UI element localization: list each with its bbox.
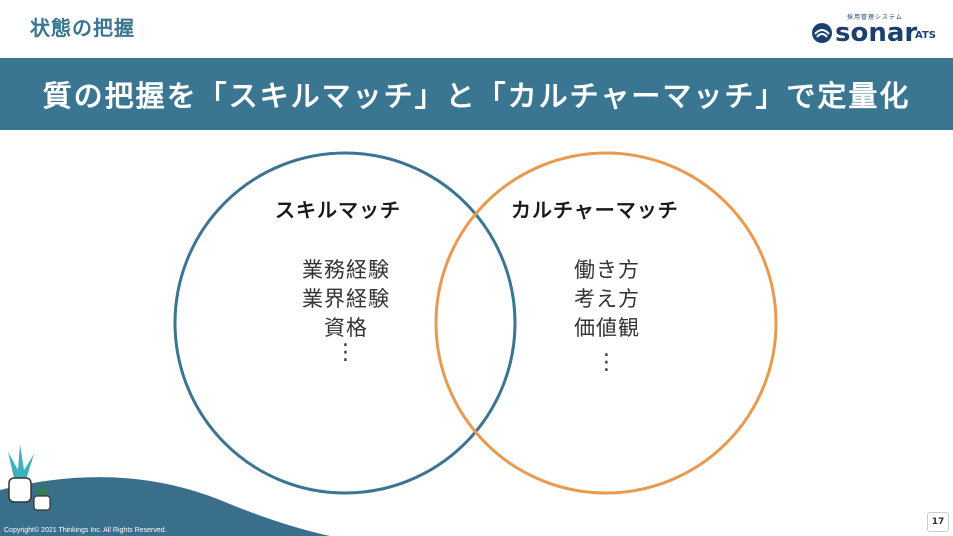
culture-item: 価値観 — [574, 316, 640, 340]
section-title: 状態の把握 — [30, 16, 135, 40]
banner-title: 質の把握を「スキルマッチ」と「カルチャーマッチ」で定量化 — [42, 79, 911, 113]
culture-item: 働き方 — [574, 258, 640, 282]
culture-match-circle — [434, 151, 778, 495]
footer-decoration — [0, 444, 330, 536]
small-plant-icon — [33, 480, 51, 511]
title-banner: 質の把握を「スキルマッチ」と「カルチャーマッチ」で定量化 — [0, 58, 953, 130]
footer-wave — [0, 477, 330, 536]
logo-ats: ATS — [915, 30, 936, 41]
skill-match-items: 業務経験 業界経験 資格 ⋮ — [285, 256, 407, 365]
skill-item: 業界経験 — [302, 287, 390, 311]
culture-match-label: カルチャーマッチ — [511, 198, 679, 222]
culture-match-items: 働き方 考え方 価値観 ⋮ — [546, 256, 668, 375]
copyright-text: Copyright© 2021 Thinkings Inc. All Right… — [4, 527, 167, 534]
more-ellipsis: ⋮ — [595, 350, 619, 375]
skill-item: 業務経験 — [302, 258, 390, 282]
more-ellipsis: ⋮ — [334, 340, 358, 365]
sonar-logo-icon — [812, 23, 832, 43]
skill-item: 資格 — [324, 316, 368, 340]
plant-icon — [8, 444, 34, 503]
skill-match-circle — [173, 151, 517, 495]
sonar-ats-logo: 採用管理システム sonar ATS — [811, 12, 937, 48]
culture-item: 考え方 — [574, 287, 640, 311]
skill-match-label: スキルマッチ — [275, 198, 401, 222]
page-number: 17 — [927, 512, 949, 532]
logo-wordmark: sonar — [835, 18, 918, 48]
logo-subtitle: 採用管理システム — [847, 14, 903, 21]
